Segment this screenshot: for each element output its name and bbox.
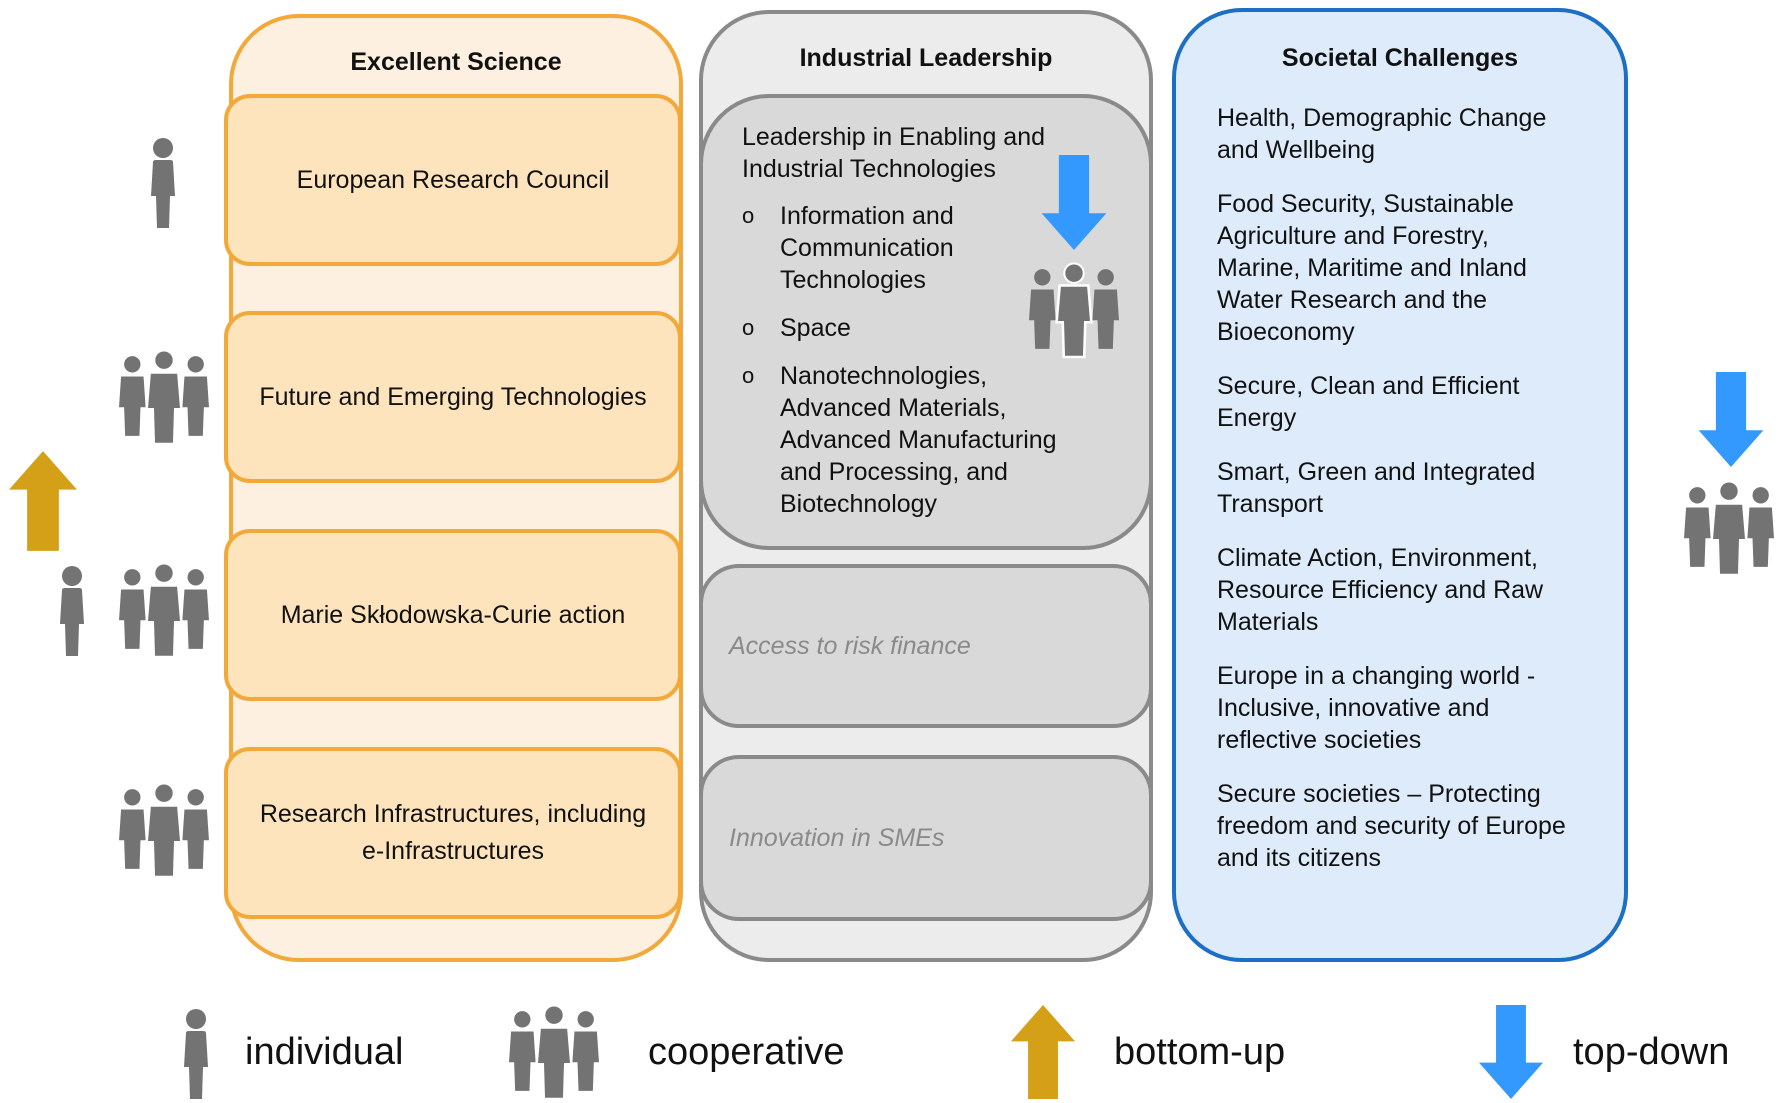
legend-bottom-up-label: bottom-up xyxy=(1114,1031,1286,1073)
bullet: o xyxy=(742,315,755,340)
societal-challenge-item: Food Security, Sustainable Agriculture a… xyxy=(1217,190,1527,346)
innovation-smes-label: Innovation in SMEs xyxy=(729,823,945,852)
group-icon xyxy=(118,779,210,881)
group-icon xyxy=(118,559,210,661)
leit-item-ict: o Information and Communication Technolog… xyxy=(742,200,980,296)
legend-group-icon xyxy=(508,1001,600,1103)
person-icon xyxy=(57,566,87,656)
leit-item-space: o Space xyxy=(742,312,980,344)
msca-label: Marie Skłodowska-Curie action xyxy=(280,600,626,629)
person-icon xyxy=(148,138,178,228)
societal-challenges-title: Societal Challenges xyxy=(1281,44,1519,72)
msca-box: Marie Skłodowska-Curie action xyxy=(224,529,682,701)
bullet: o xyxy=(742,203,755,228)
research-infrastructures-box: Research Infrastructures, including e-In… xyxy=(224,747,682,919)
group-icon xyxy=(1028,259,1120,361)
leit-title: Leadership in Enabling and Industrial Te… xyxy=(742,123,1046,183)
group-icon xyxy=(118,346,210,448)
leit-item-space-label: Space xyxy=(780,314,851,342)
arrow-down-icon xyxy=(1697,372,1765,467)
societal-challenge-item: Climate Action, Environment, Resource Ef… xyxy=(1217,544,1544,636)
erc-box: European Research Council xyxy=(224,94,682,266)
excellent-science-title: Excellent Science xyxy=(350,48,562,76)
societal-challenge-item: Europe in a changing world - Inclusive, … xyxy=(1217,662,1536,754)
erc-label: European Research Council xyxy=(296,165,610,194)
legend-cooperative-label: cooperative xyxy=(648,1031,845,1073)
research-infrastructures-label: Research Infrastructures, including e-In… xyxy=(259,800,647,865)
arrow-down-icon xyxy=(1040,155,1108,250)
leit-item-ict-label: Information and Communication Technologi… xyxy=(780,202,954,294)
fet-box: Future and Emerging Technologies xyxy=(224,311,682,483)
leit-item-nano-label: Nanotechnologies, Advanced Materials, Ad… xyxy=(780,362,1057,518)
legend-individual-label: individual xyxy=(245,1031,404,1073)
group-icon xyxy=(1683,477,1775,579)
legend-person-icon xyxy=(180,1009,212,1099)
legend-arrow-up-icon xyxy=(1008,1005,1078,1099)
societal-challenges-column: Societal Challenges xyxy=(1172,8,1628,962)
societal-challenge-item: Secure societies – Protecting freedom an… xyxy=(1217,780,1566,872)
societal-challenge-item: Smart, Green and Integrated Transport xyxy=(1217,458,1536,518)
legend-top-down-label: top-down xyxy=(1573,1031,1730,1073)
risk-finance-box: Access to risk finance xyxy=(699,564,1153,728)
risk-finance-label: Access to risk finance xyxy=(729,631,971,660)
leit-item-nano: o Nanotechnologies, Advanced Materials, A… xyxy=(742,360,1090,520)
societal-challenges-list: Health, Demographic Change and Wellbeing… xyxy=(1217,102,1607,896)
societal-challenge-item: Health, Demographic Change and Wellbeing xyxy=(1217,104,1547,164)
societal-challenge-item: Secure, Clean and Efficient Energy xyxy=(1217,372,1520,432)
legend-arrow-down-icon xyxy=(1476,1005,1546,1099)
fet-label: Future and Emerging Technologies xyxy=(259,382,647,411)
bullet: o xyxy=(742,363,755,388)
industrial-leadership-title: Industrial Leadership xyxy=(799,44,1053,72)
arrow-up-icon xyxy=(9,451,77,551)
leit-list: o Information and Communication Technolog… xyxy=(742,200,1090,536)
innovation-smes-box: Innovation in SMEs xyxy=(699,755,1153,921)
